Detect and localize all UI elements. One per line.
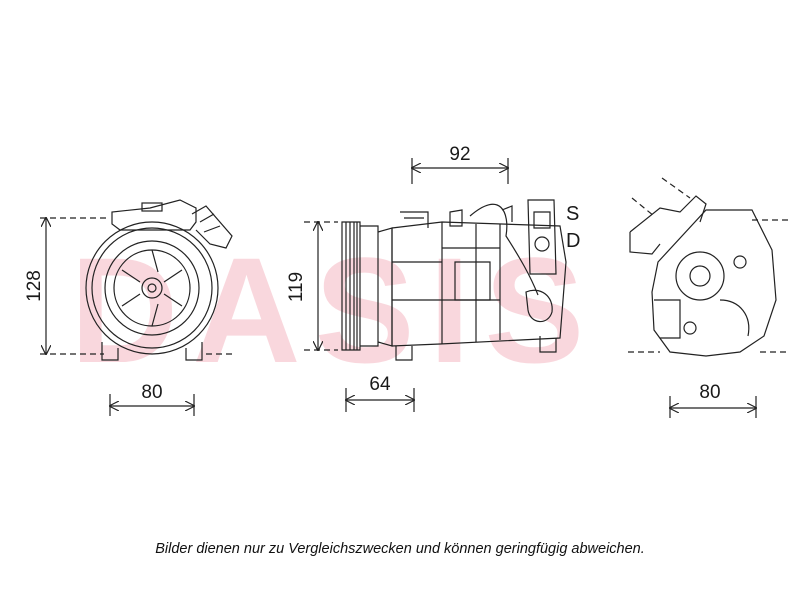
- front-height-label: 128: [24, 270, 45, 302]
- front-width-dimension: [110, 394, 194, 416]
- side-mount-dimension: [346, 388, 414, 412]
- rear-view: [628, 177, 790, 357]
- discharge-port-label: D: [566, 230, 580, 252]
- watermark: DASIS: [70, 226, 598, 394]
- rear-width-dimension: [670, 396, 756, 418]
- side-length-label: 92: [449, 144, 470, 165]
- side-length-dimension: [412, 158, 508, 184]
- suction-port-label: S: [566, 203, 579, 225]
- rear-width-label: 80: [699, 382, 720, 403]
- front-width-label: 80: [141, 382, 162, 403]
- side-height-label: 119: [286, 272, 307, 302]
- side-view: [304, 199, 567, 361]
- side-mount-label: 64: [369, 374, 391, 395]
- disclaimer-caption: Bilder dienen nur zu Vergleichszwecken u…: [155, 541, 645, 557]
